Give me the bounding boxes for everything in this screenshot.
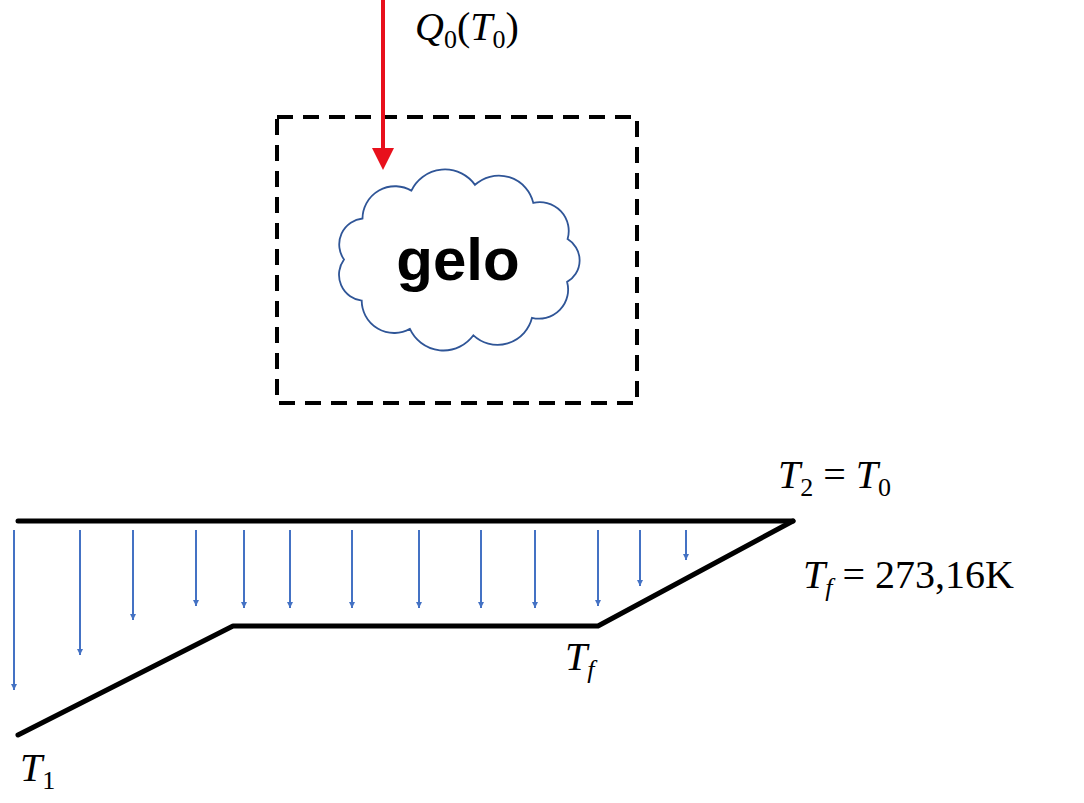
- melting-temperature-label: Tf = 273,16K: [803, 552, 1014, 603]
- heat-flow-arrow: [132, 530, 134, 620]
- heat-flow-arrow: [243, 530, 245, 608]
- ice-temperature-line: [18, 521, 793, 735]
- heat-flow-arrow: [195, 530, 197, 606]
- heat-flow-arrow: [480, 530, 482, 608]
- heat-arrowhead: [372, 148, 394, 170]
- heat-flow-arrow: [79, 530, 81, 655]
- heat-flow-arrow: [597, 530, 599, 606]
- system-boundary: [277, 117, 637, 403]
- heat-flow-arrow: [418, 530, 420, 608]
- heat-flow-arrow: [289, 530, 291, 608]
- hot-temperature-label: T2 = T0: [778, 452, 891, 503]
- node-label: gelo: [396, 227, 519, 293]
- cold-temperature-label: T1: [20, 745, 55, 796]
- reservoir-line: [18, 519, 793, 524]
- heat-flow-arrow: [351, 530, 353, 608]
- plateau-label: Tf: [565, 634, 594, 685]
- heat-flow-arrows: [14, 530, 686, 690]
- heat-flow-arrow: [685, 530, 687, 560]
- heat-flow-arrow: [534, 530, 536, 608]
- heat-arrow: [381, 0, 385, 150]
- cloud-shape: [339, 169, 580, 350]
- ice-cloud: gelo: [318, 160, 598, 360]
- heat-label: Q0(T0): [415, 4, 519, 55]
- heat-flow-arrow: [639, 530, 641, 586]
- heat-flow-arrow: [13, 530, 15, 690]
